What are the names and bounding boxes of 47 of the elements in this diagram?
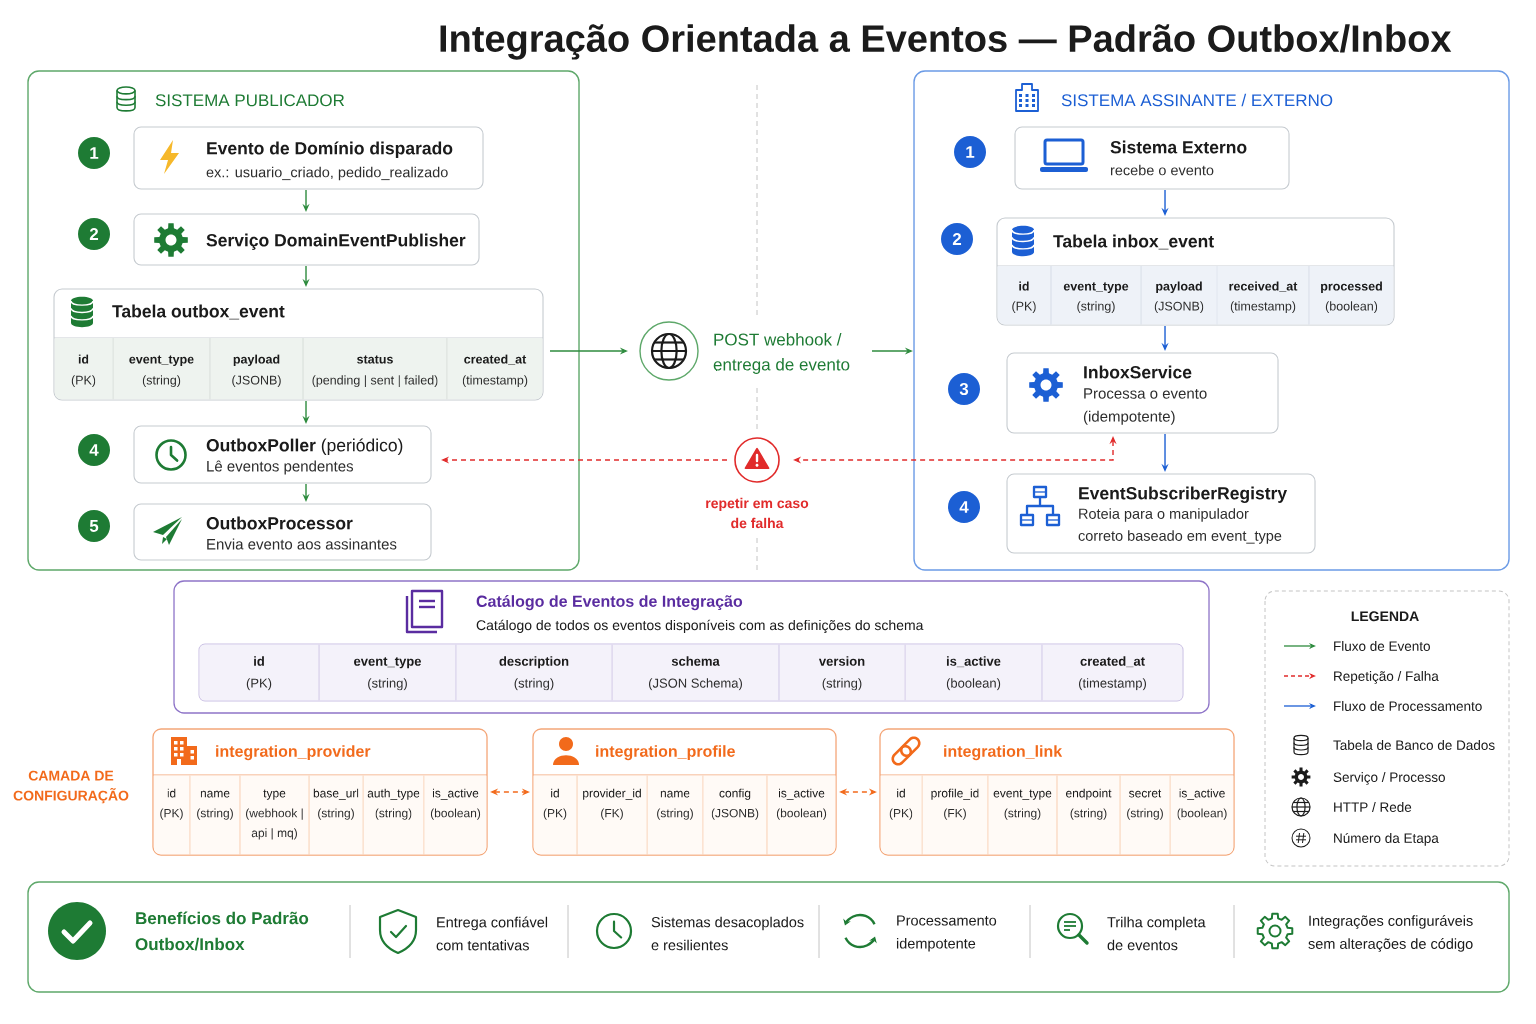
step-number: 4 bbox=[948, 491, 980, 523]
step-number: 3 bbox=[948, 373, 980, 405]
benefit-text: Sistemas desacoplados e resilientes bbox=[651, 916, 804, 951]
table-cell: received_at (timestamp) bbox=[1216, 265, 1309, 325]
node-label: POST webhook / entrega de evento bbox=[713, 333, 850, 374]
table-cell: version (string) bbox=[778, 644, 905, 701]
table-cell: description (string) bbox=[455, 644, 612, 701]
benefits-title: Benefícios do Padrão Outbox/Inbox bbox=[135, 911, 309, 951]
legend-title: LEGENDA bbox=[1351, 611, 1419, 622]
panel-heading: SISTEMA PUBLICADOR bbox=[155, 94, 345, 107]
benefit-text: Entrega confiável com tentativas bbox=[436, 916, 548, 951]
table-cell: id (PK) bbox=[199, 644, 319, 701]
section-label: CAMADA DE CONFIGURAÇÃO bbox=[13, 770, 129, 804]
process-box: OutboxProcessor Envia evento aos assinantes bbox=[133, 503, 432, 561]
step-number: 1 bbox=[78, 137, 110, 169]
process-box: OutboxPoller (periódico) Lê eventos pendentes bbox=[133, 425, 432, 484]
legend-text: Fluxo de Processamento bbox=[1334, 701, 1482, 711]
table-cell: event_type (string) bbox=[318, 644, 456, 701]
process-box: InboxService Processa o evento (idempotente) bbox=[1006, 352, 1279, 434]
step-number: 2 bbox=[78, 218, 110, 250]
legend-text: Fluxo de Evento bbox=[1334, 641, 1430, 651]
legend-text: Número da Etapa bbox=[1334, 832, 1439, 846]
legend-text: Tabela de Banco de Dados bbox=[1333, 740, 1495, 750]
benefit-text: Integrações configuráveis sem alterações de código bbox=[1308, 915, 1473, 952]
process-box: Serviço DomainEventPublisher bbox=[133, 213, 480, 266]
table-cell: processed (boolean) bbox=[1308, 265, 1394, 325]
table-cell: id (PK) bbox=[997, 266, 1051, 325]
process-box: Sistema Externo recebe o evento bbox=[1014, 126, 1290, 190]
legend-text: Serviço / Processo bbox=[1333, 772, 1445, 785]
step-number: 5 bbox=[78, 510, 110, 542]
table-cell: is_active (boolean) bbox=[904, 644, 1042, 701]
benefit-text: Trilha completa de eventos bbox=[1107, 916, 1206, 951]
process-box: EventSubscriberRegistry Roteia para o manipulador correto baseado em event_type bbox=[1006, 473, 1316, 554]
legend-text: Repetição / Falha bbox=[1334, 671, 1439, 684]
node-label: repetir em caso de falha bbox=[706, 497, 809, 529]
step-number: 4 bbox=[78, 434, 110, 466]
step-number: 2 bbox=[941, 223, 973, 255]
process-box: Evento de Domínio disparado ex.: usuario_criado, pedido_realizado bbox=[133, 126, 484, 190]
table-cell: schema (JSON Schema) bbox=[611, 644, 779, 701]
step-number: 1 bbox=[954, 136, 986, 168]
title: Integração Orientada a Eventos — Padrão Outbox/Inbox bbox=[440, 24, 1452, 60]
table-cell: payload (JSONB) bbox=[1140, 265, 1217, 325]
benefit-text: Processamento idempotente bbox=[897, 915, 997, 952]
panel-heading: SISTEMA ASSINANTE / EXTERNO bbox=[1061, 93, 1333, 107]
table-cell: event_type (string) bbox=[1050, 265, 1141, 325]
legend-text: HTTP / Rede bbox=[1334, 802, 1412, 812]
table-cell: created_at (timestamp) bbox=[1041, 644, 1183, 701]
